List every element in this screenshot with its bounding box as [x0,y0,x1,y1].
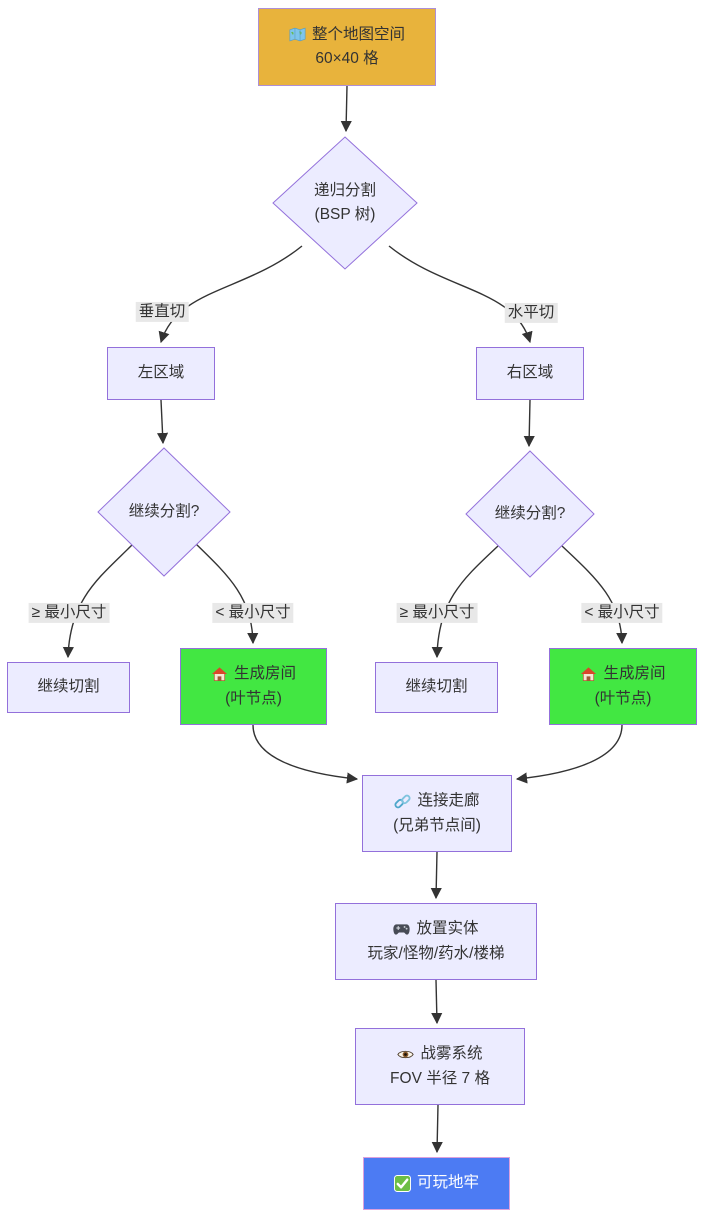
node-right-region: 右区域 [476,347,584,400]
node-fog-line2: FOV 半径 7 格 [390,1069,490,1087]
node-corridor: 连接走廊 (兄弟节点间) [362,775,512,852]
node-fog: 战雾系统 FOV 半径 7 格 [355,1028,525,1105]
node-entities-line1: 放置实体 [416,920,479,938]
node-right-region-label: 右区域 [506,364,554,382]
node-entities-line2: 玩家/怪物/药水/楼梯 [367,944,505,962]
edge-decide-left-to-cut-left [62,543,134,659]
edge-label-ge-min-left: ≥ 最小尺寸 [28,602,110,624]
house-icon [211,667,228,682]
node-room-left: 生成房间 (叶节点) [180,648,327,725]
node-room-right-line2: (叶节点) [594,689,652,707]
edge-left-region-to-decide-left [156,399,169,445]
node-left-region-label: 左区域 [137,364,185,382]
node-cut-right: 继续切割 [375,662,498,713]
eye-icon [397,1050,415,1059]
map-icon [289,28,306,42]
decision-diamond-left [97,447,231,577]
edge-label-lt-min-right: < 最小尺寸 [581,602,663,624]
node-fog-line1: 战雾系统 [420,1045,483,1063]
node-room-right: 生成房间 (叶节点) [549,648,697,725]
node-left-region: 左区域 [107,347,215,400]
node-playable-dungeon: 可玩地牢 [363,1157,510,1210]
node-decide-right: 继续分割? [494,504,566,522]
edge-label-lt-min-left: < 最小尺寸 [212,602,294,624]
edge-label-horizontal-cut: 水平切 [504,302,558,324]
node-room-right-line1: 生成房间 [603,665,666,683]
node-corridor-line2: (兄弟节点间) [393,816,481,834]
node-bsp-line2: (BSP 树) [314,206,376,223]
edge-corridor-to-entities [430,851,442,900]
node-map-space-line1: 整个地图空间 [311,25,405,43]
edge-right-region-to-decide-right [523,399,535,448]
node-bsp-split: 递归分割 (BSP 树) [314,179,376,227]
node-room-left-line2: (叶节点) [225,689,282,707]
edge-label-ge-min-right: ≥ 最小尺寸 [396,602,478,624]
check-icon [393,1174,411,1192]
edge-decide-right-to-room-right [561,545,628,645]
edge-decide-right-to-cut-right [431,545,499,659]
edge-bsp-to-right-region [388,245,533,344]
edge-entities-to-fog [431,979,443,1025]
node-room-left-line1: 生成房间 [233,665,296,683]
node-cut-left: 继续切割 [7,662,130,713]
edge-fog-to-final [431,1104,443,1154]
edge-room-right-to-corridor [515,724,623,784]
edge-decide-left-to-room-left [195,543,259,645]
node-map-space-line2: 60×40 格 [315,50,379,67]
edge-label-vertical-cut: 垂直切 [135,301,189,323]
edge-start-to-bsp [340,85,352,133]
node-bsp-line1: 递归分割 [313,181,377,199]
gamepad-icon [393,924,411,935]
node-cut-left-label: 继续切割 [37,678,100,696]
node-corridor-line1: 连接走廊 [417,792,480,810]
node-playable-dungeon-label: 可玩地牢 [416,1174,479,1192]
link-icon [394,794,412,809]
edge-room-left-to-corridor [252,724,359,784]
decision-diamond-bsp [272,136,418,270]
house-icon [581,667,597,682]
node-map-space: 整个地图空间 60×40 格 [258,8,436,86]
decision-diamond-right [465,450,595,578]
edge-bsp-to-left-region [158,245,303,344]
node-cut-right-label: 继续切割 [405,678,468,696]
node-entities: 放置实体 玩家/怪物/药水/楼梯 [335,903,537,980]
node-decide-left: 继续分割? [128,502,200,520]
